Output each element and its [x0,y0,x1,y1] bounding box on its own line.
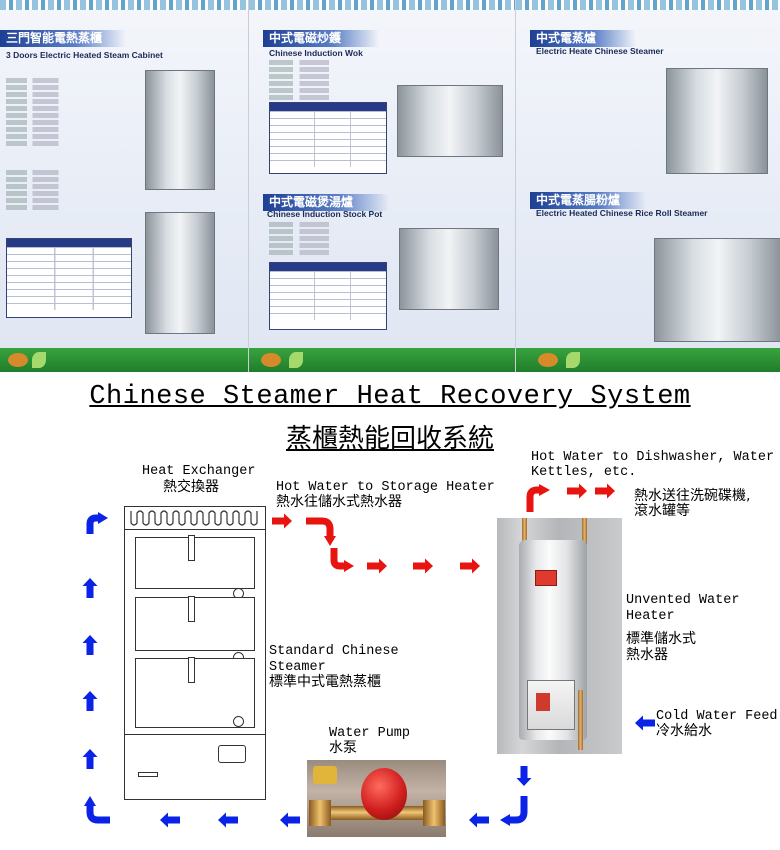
brochure-panel-induction: 中式電磁炒鑊 Chinese Induction Wok 中式電磁煲湯爐 Chi… [249,0,516,372]
cold-water-feed-label-cn: 冷水給水 [656,723,712,739]
induction-wok-photo [397,85,503,157]
panel-title-en: 3 Doors Electric Heated Steam Cabinet [6,50,163,60]
heat-exchanger-label-cn: 熱交換器 [163,479,219,495]
brochure-panel-steam-cabinet: 三門智能電熱蒸櫃 3 Doors Electric Heated Steam C… [0,0,249,372]
standard-steamer-label-en-1: Standard Chinese [269,644,399,659]
hot-water-storage-label-en: Hot Water to Storage Heater [276,480,495,495]
brochure-footer [249,348,515,372]
cold-water-arrows [82,512,655,828]
diagram-title-en: Chinese Steamer Heat Recovery System [89,382,691,412]
hot-water-storage-label-cn: 熱水往儲水式熱水器 [276,494,402,510]
spec-table [6,238,132,318]
steamer-door-2 [135,597,255,651]
water-pump-photo [307,760,446,837]
diagram-title-cn: 蒸櫃熱能回收系統 [285,424,494,454]
spec-table [269,102,387,174]
product-brochure-image: 三門智能電熱蒸櫃 3 Doors Electric Heated Steam C… [0,0,780,372]
standard-steamer-label-cn: 標準中式電熱蒸櫃 [269,674,381,690]
heat-exchanger-coil [124,506,266,530]
pipe [522,518,527,544]
water-pump-label-en: Water Pump [329,726,411,741]
brochure-footer [516,348,780,372]
chinese-steamer-photo [666,68,768,174]
panel-title-cn: 三門智能電熱蒸櫃 [0,30,126,47]
cold-water-feed-label-en: Cold Water Feed [656,709,778,724]
dishwasher-label-en-2: Kettles, etc. [531,465,637,480]
steamer-door-1 [135,537,255,589]
dishwasher-label-en-1: Hot Water to Dishwasher, Water [531,450,775,465]
control-panel [218,745,246,763]
dishwasher-label-cn-2: 滾水罐等 [634,503,690,519]
spec-table [269,262,387,330]
brochure-footer [0,348,248,372]
panel-title-en: Chinese Induction Wok [269,48,363,58]
panel-title-cn: 中式電磁炒鑊 [263,30,379,47]
steam-cabinet-photo-2 [145,212,215,334]
standard-steamer-label-en-2: Steamer [269,660,326,675]
panel-title-en: Electric Heate Chinese Steamer [536,46,664,56]
heat-exchanger-label-en: Heat Exchanger [142,464,256,479]
panel-title-en: Chinese Induction Stock Pot [267,209,383,219]
pipe [578,690,583,750]
dishwasher-label-cn-1: 熱水送往洗碗碟機, [634,488,751,504]
drain-valve [138,772,158,777]
unvented-heater-label-en-1: Unvented Water [626,593,740,608]
unvented-heater-label-cn-1: 標準儲水式 [626,631,696,647]
panel-title-cn: 中式電磁煲湯爐 [263,194,389,211]
heater-control-panel [527,680,575,730]
pipe [582,518,587,544]
door-handle [188,596,195,622]
water-pump-label-cn: 水泵 [329,740,357,756]
panel-title-en: Electric Heated Chinese Rice Roll Steame… [536,208,708,218]
unvented-heater-label-en-2: Heater [626,609,675,624]
brochure-panel-steamers: 中式電蒸爐 Electric Heate Chinese Steamer 中式電… [516,0,780,372]
door-handle [188,535,195,561]
rice-roll-steamer-photo [654,238,780,342]
stock-pot-photo [399,228,499,310]
steam-cabinet-photo [145,70,215,190]
door-handle [188,657,195,683]
heater-brand-label [535,570,557,586]
panel-title-cn: 中式電蒸腸粉爐 [530,192,646,209]
door-knob [233,716,244,727]
panel-title-cn: 中式電蒸爐 [530,30,636,47]
hot-water-arrows [272,483,615,574]
unvented-heater-label-cn-2: 熱水器 [626,647,668,663]
